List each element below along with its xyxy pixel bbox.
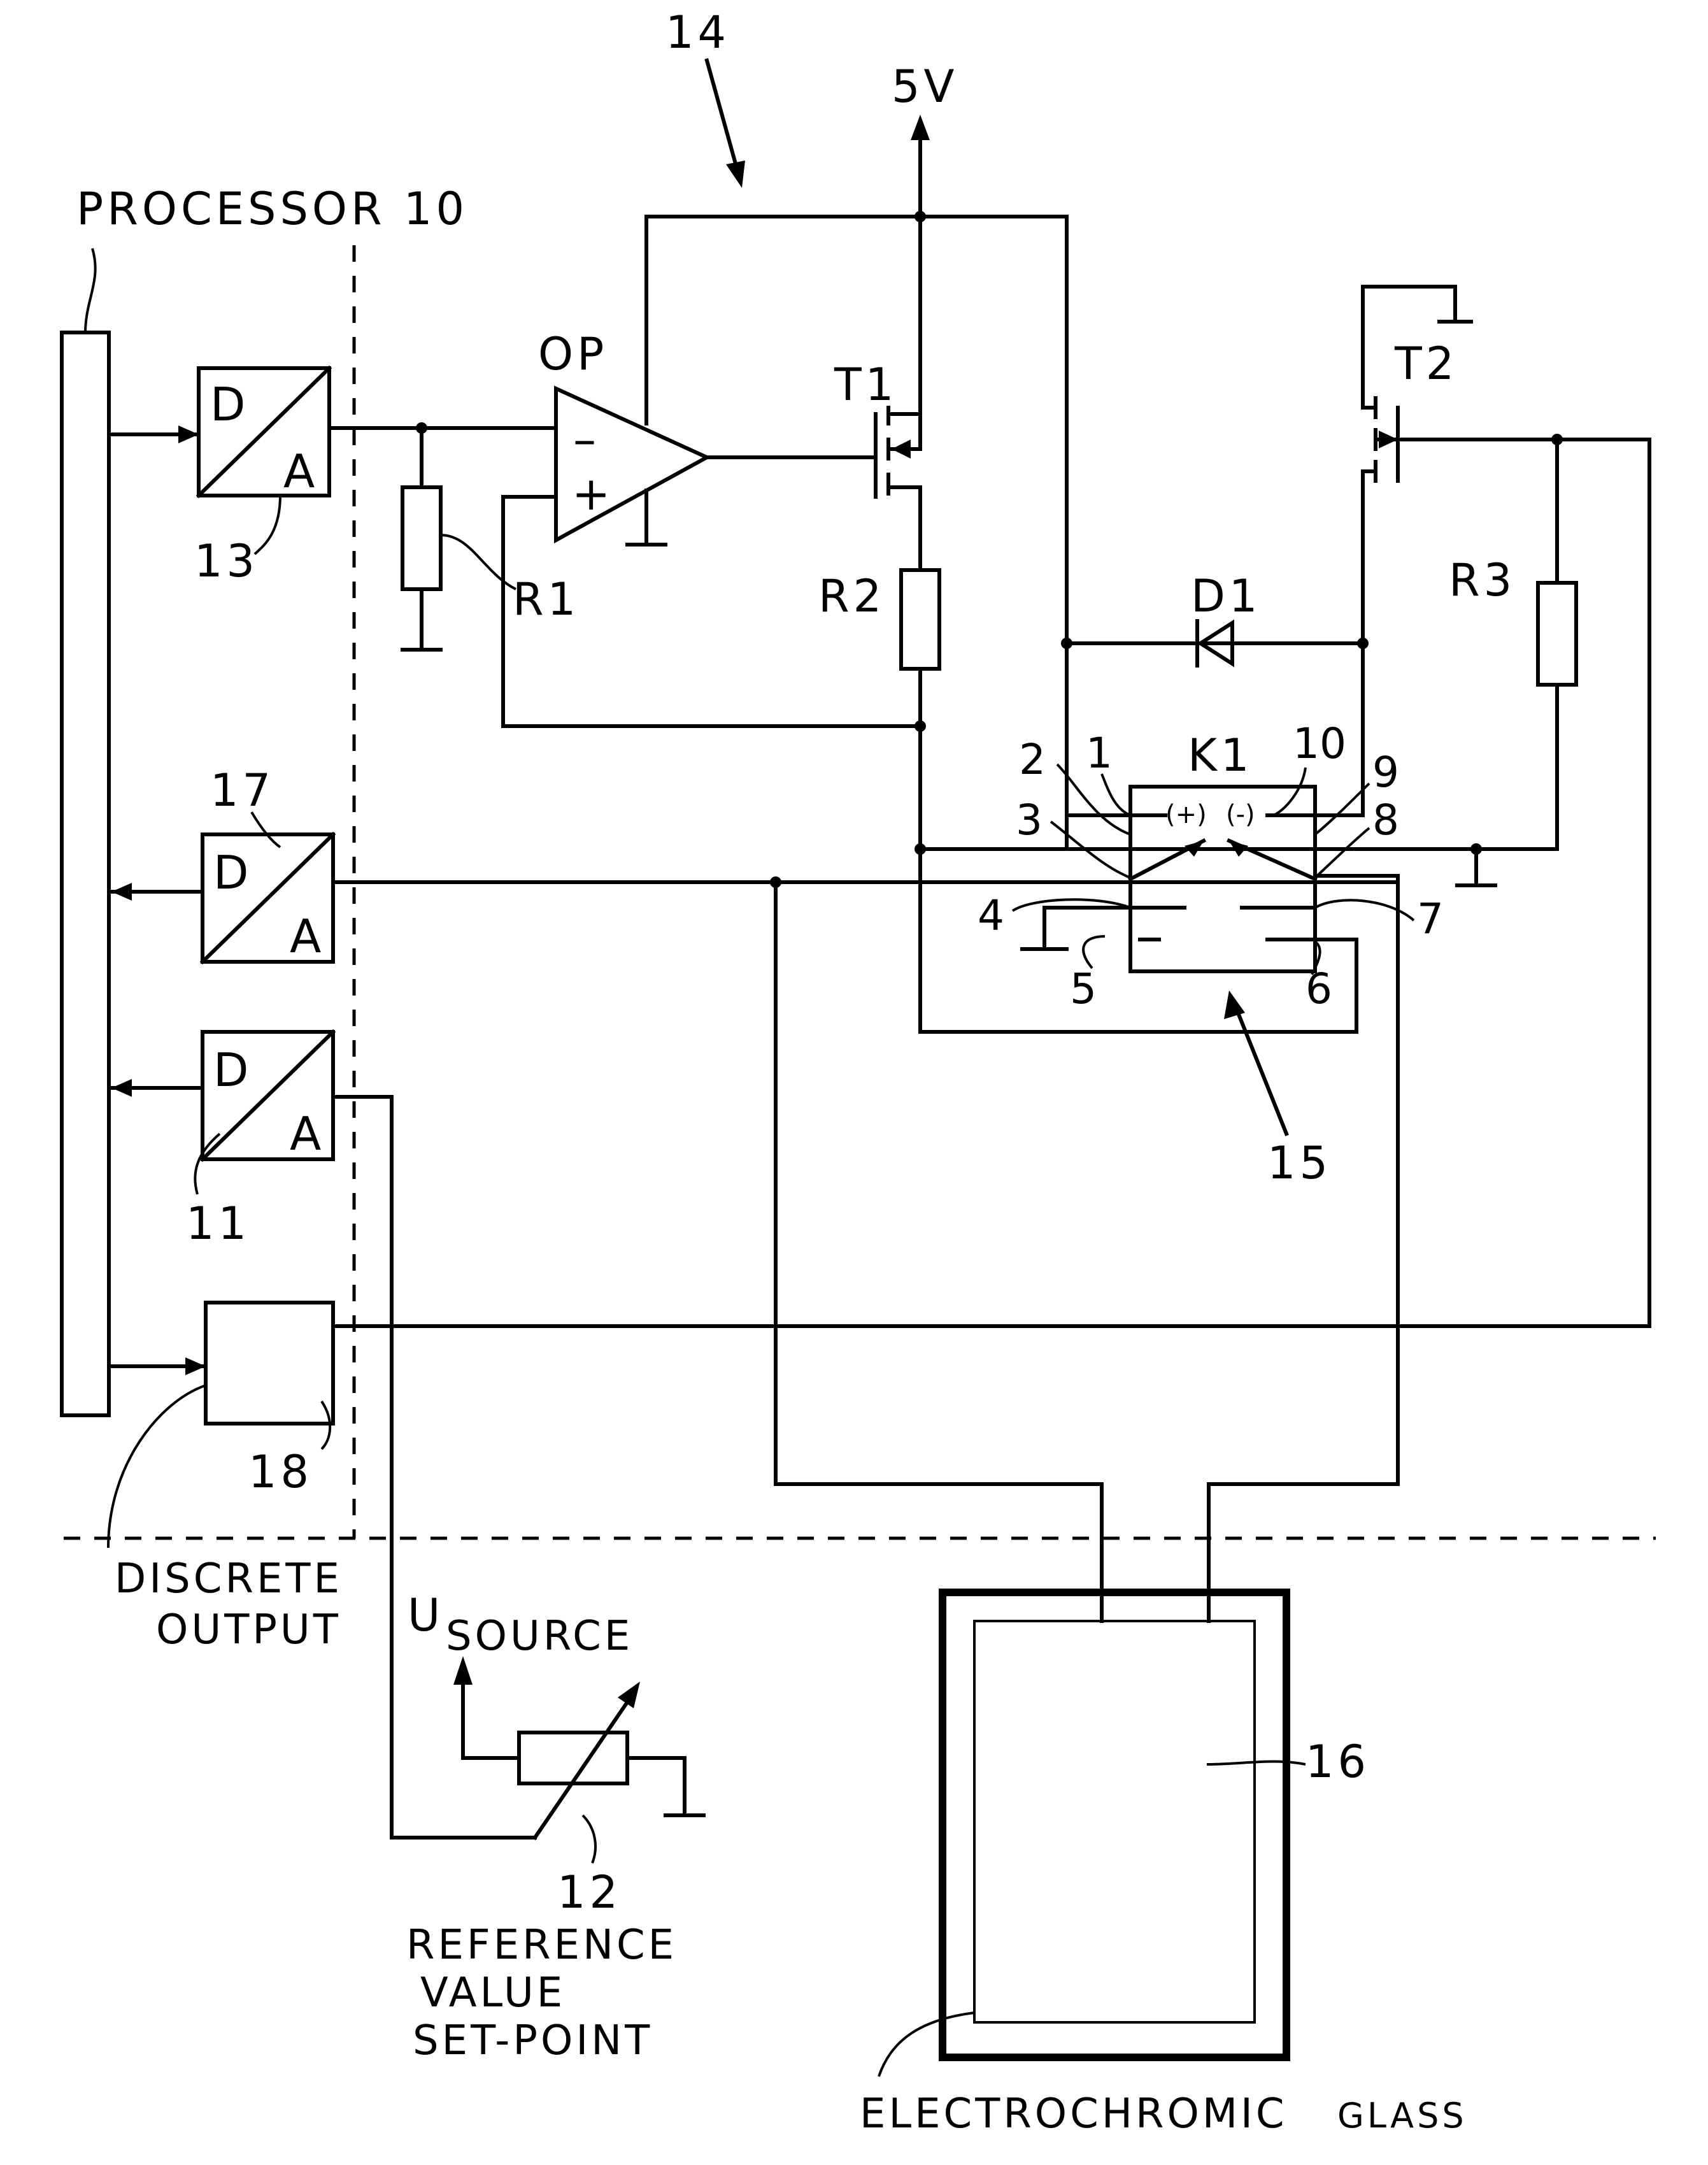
svg-text:+: + — [572, 467, 610, 520]
svg-text:D: D — [210, 378, 245, 431]
dac13-number: 13 — [194, 535, 259, 587]
adc-11: D A — [203, 1032, 333, 1161]
svg-text:D: D — [213, 846, 248, 899]
glass-label-b: GLASS — [1337, 2096, 1467, 2136]
dac-13: D A — [199, 368, 329, 498]
processor-leader — [85, 248, 96, 332]
switch-15-label: 15 — [1267, 1137, 1332, 1189]
relay-pin-7: 7 — [1417, 894, 1444, 943]
resistor-r3 — [1538, 583, 1576, 685]
svg-text:A: A — [290, 910, 321, 963]
svg-text:A: A — [283, 445, 315, 498]
reference-label-line3: SET-POINT — [413, 2017, 653, 2064]
supply-label: 5V — [892, 61, 958, 113]
relay-pin-1: 1 — [1086, 729, 1113, 778]
relay-pin-2: 2 — [1019, 735, 1046, 784]
k1-label: K1 — [1188, 729, 1253, 782]
r2-label: R2 — [818, 570, 885, 622]
relay-pin-3: 3 — [1016, 796, 1043, 845]
t2-label: T2 — [1394, 338, 1458, 390]
arrow-icon — [185, 1357, 206, 1375]
electrochromic-glass — [943, 1592, 1286, 2057]
arrow-left-icon — [111, 883, 132, 901]
op-amp: – + — [556, 389, 707, 540]
relay-minus: (-) — [1226, 800, 1255, 829]
reference-label-line2: VALUE — [420, 1969, 566, 2017]
arrow-icon — [618, 1682, 640, 1708]
discrete-output-label-line2: OUTPUT — [156, 1606, 341, 1654]
svg-text:D: D — [213, 1043, 248, 1097]
potentiometer-12 — [519, 1733, 627, 1783]
adc11-number: 11 — [186, 1197, 250, 1250]
u-source-sub: SOURCE — [446, 1613, 633, 1660]
arrow-up-icon — [911, 115, 930, 140]
ref14-arrow — [707, 61, 739, 175]
arrow-left-icon — [111, 1079, 132, 1097]
svg-text:–: – — [573, 413, 596, 466]
svg-text:A: A — [290, 1107, 321, 1161]
processor-bus — [62, 332, 109, 1415]
discrete-output-18 — [206, 1303, 333, 1424]
arrow-icon — [1224, 990, 1245, 1019]
output18-number: 18 — [248, 1446, 313, 1498]
relay-plus: (+) — [1165, 800, 1207, 829]
r1-label: R1 — [513, 573, 580, 625]
ref12-number: 12 — [557, 1866, 622, 1918]
arrow-up-icon — [453, 1656, 473, 1685]
r3-label: R3 — [1449, 554, 1516, 606]
reference-label-line1: REFERENCE — [406, 1922, 677, 1969]
discrete-output-label-line1: DISCRETE — [115, 1555, 343, 1603]
relay-pin-9: 9 — [1372, 748, 1399, 797]
adc-17: D A — [203, 834, 333, 963]
relay-pin-5: 5 — [1070, 964, 1097, 1013]
u-source-u: U — [408, 1589, 444, 1641]
t1-label: T1 — [834, 359, 897, 411]
relay-pin-4: 4 — [978, 891, 1004, 940]
arrow-icon — [178, 425, 199, 443]
figure-ref-14: 14 — [665, 6, 730, 59]
glass-label-a: ELECTROCHROMIC — [860, 2090, 1288, 2138]
relay-pin-10: 10 — [1293, 719, 1346, 768]
op-label: OP — [538, 328, 608, 380]
processor-label: PROCESSOR 10 — [76, 183, 468, 235]
adc17-number: 17 — [210, 764, 274, 817]
resistor-r1 — [402, 487, 441, 589]
relay-pin-6: 6 — [1306, 964, 1332, 1013]
d1-label: D1 — [1191, 570, 1261, 622]
glass16-number: 16 — [1306, 1736, 1370, 1788]
relay-pin-8: 8 — [1372, 796, 1399, 845]
glass-inner — [974, 1621, 1255, 2022]
resistor-r2 — [901, 570, 939, 669]
